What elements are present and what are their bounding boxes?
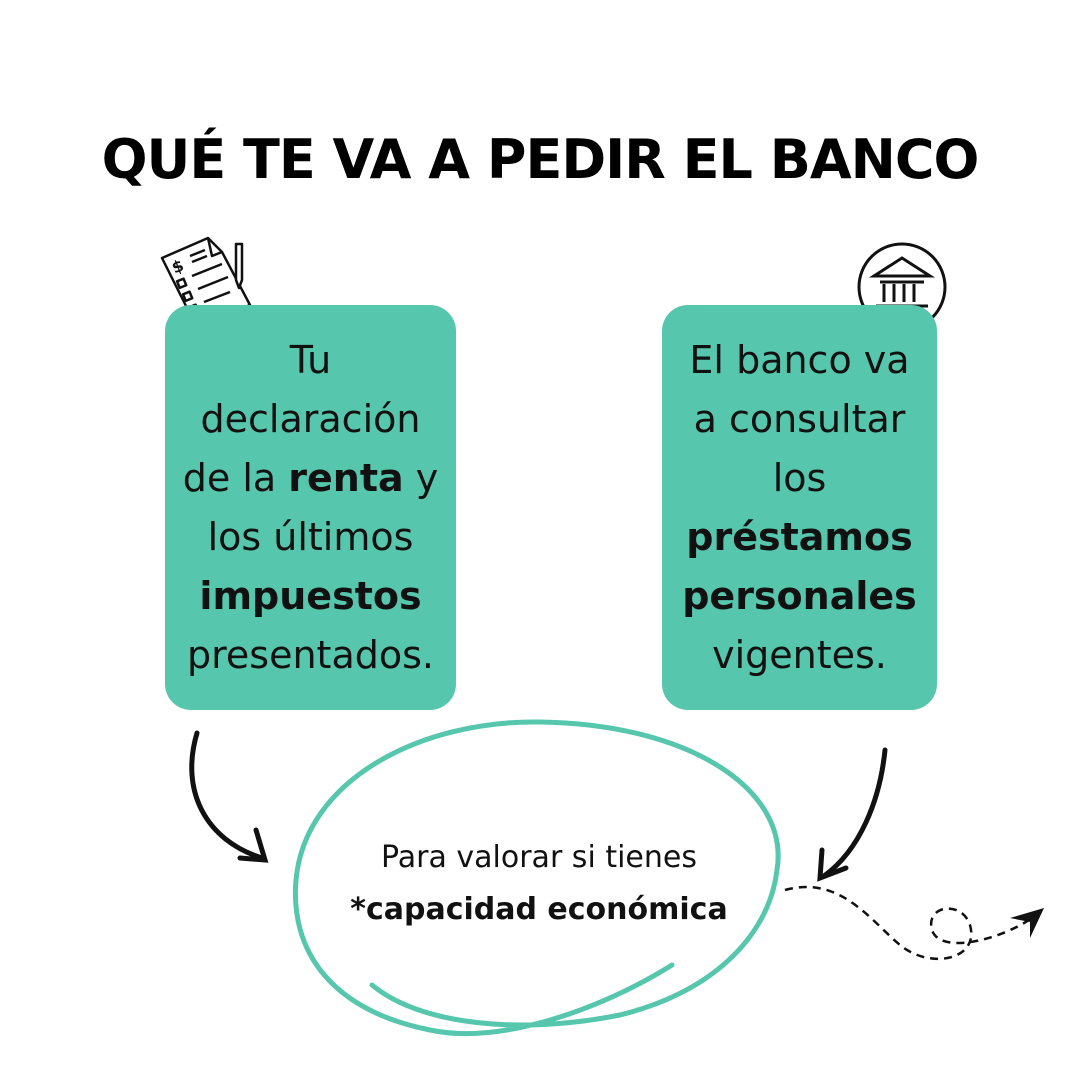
page-title: QUÉ TE VA A PEDIR EL BANCO bbox=[101, 128, 980, 191]
card-line: personales bbox=[682, 573, 917, 618]
loans-card: El banco va a consultar los préstamos pe… bbox=[662, 305, 937, 710]
bubble-text: Para valorar si tienes *capacidad económ… bbox=[300, 832, 778, 936]
card-line: impuestos bbox=[199, 573, 422, 618]
dashed-arrow-icon bbox=[784, 885, 1044, 960]
curved-arrow-icon bbox=[817, 747, 888, 882]
bubble-line: Para valorar si tienes bbox=[381, 840, 697, 875]
tax-document-icon: $ bbox=[160, 236, 252, 328]
speech-bubble-outline bbox=[292, 719, 781, 1036]
card-line: Tu bbox=[289, 337, 332, 382]
card-line: los últimos bbox=[207, 514, 414, 559]
card-line: presentados. bbox=[187, 632, 434, 677]
card-line: declaración bbox=[200, 396, 421, 441]
card-line: de la renta y bbox=[182, 455, 439, 500]
curved-arrow-icon bbox=[189, 730, 269, 863]
card-line: vigentes. bbox=[712, 632, 887, 677]
card-line: El banco va bbox=[689, 337, 910, 382]
card-line: a consultar bbox=[693, 396, 906, 441]
card-line: los bbox=[772, 455, 827, 500]
tax-return-card: Tu declaración de la renta y los últimos… bbox=[165, 305, 456, 710]
card-line: préstamos bbox=[686, 514, 913, 559]
bubble-line-bold: *capacidad económica bbox=[350, 892, 728, 927]
